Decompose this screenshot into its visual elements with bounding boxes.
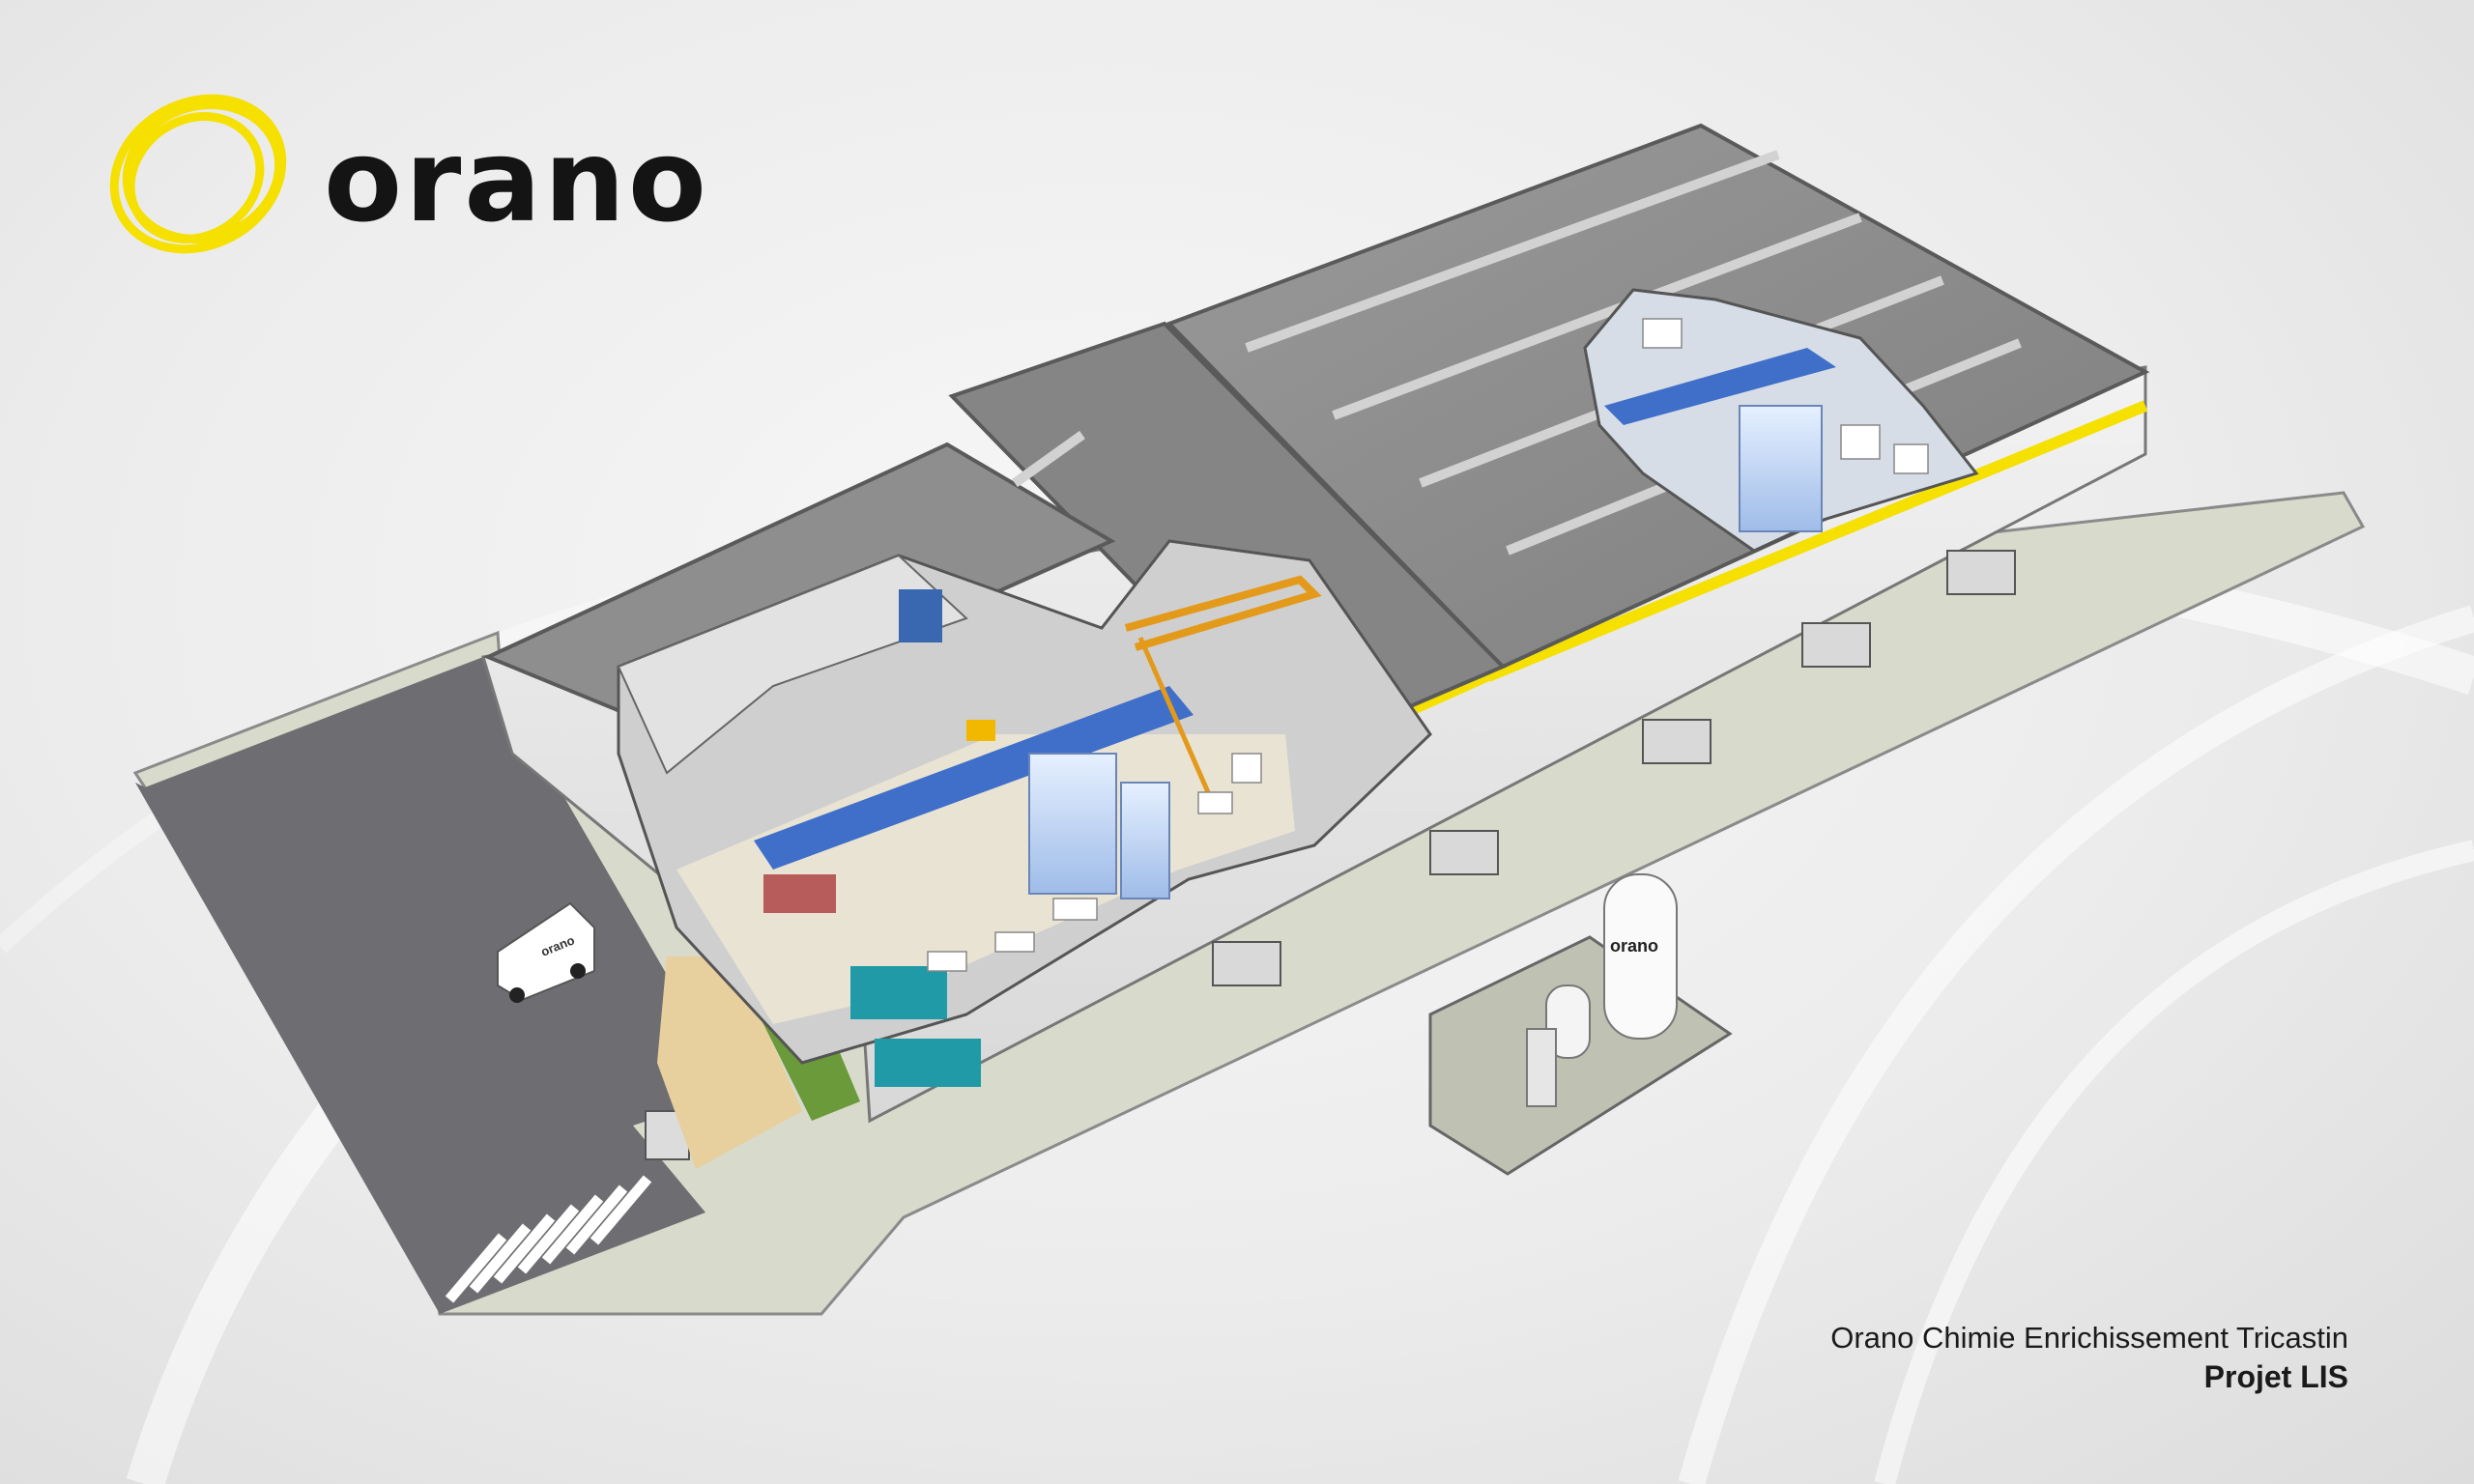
conference-room	[875, 1039, 981, 1087]
conference-room	[850, 966, 947, 1019]
gantry-crane	[1124, 575, 1322, 651]
gas-storage-yard	[1526, 873, 1678, 1107]
tank-logo-text: orano	[1610, 936, 1658, 956]
caption-project: Projet LIS	[2203, 1359, 2348, 1394]
caption-company: Orano Chimie Enrichissement Tricastin	[1830, 1321, 2348, 1355]
delivery-van	[497, 901, 595, 1003]
logo-wordmark: orano	[324, 114, 709, 247]
orano-logo-ring-icon	[109, 94, 287, 254]
forklift	[966, 720, 995, 741]
entrance-path	[657, 956, 802, 1169]
parking-lot	[135, 657, 734, 1314]
storage-tank-large	[1603, 873, 1678, 1040]
crosswalk	[445, 1175, 652, 1303]
storage-tank-small	[1545, 985, 1591, 1059]
right-wing-cutaway	[1583, 288, 1979, 553]
hvac-units	[1212, 550, 2016, 986]
left-wing-cutaway	[617, 539, 1432, 1087]
